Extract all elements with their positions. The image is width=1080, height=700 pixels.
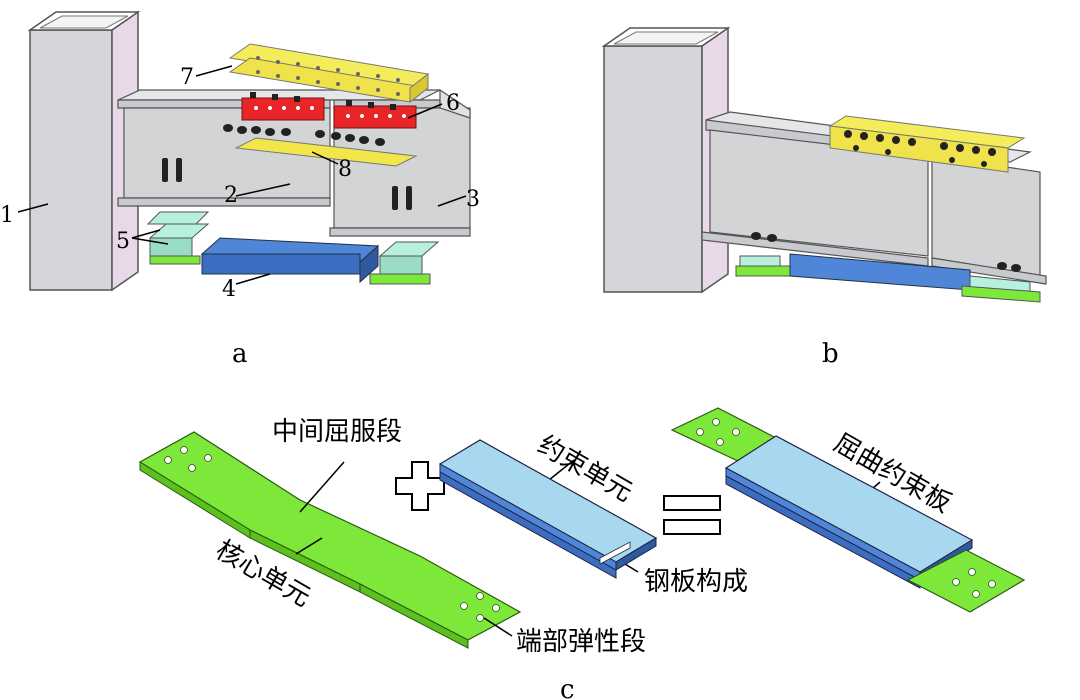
callout-4: 4 (222, 277, 236, 302)
label-steel-plate: 钢板构成 (644, 567, 748, 597)
leader-lines-a (17, 65, 467, 285)
bottom-brb-b (735, 232, 1041, 303)
callout-8: 8 (338, 157, 352, 182)
red-splice-plates (241, 97, 417, 129)
core-unit-plate (138, 431, 522, 649)
panel-label-c: c (560, 675, 575, 700)
web-bolts (162, 158, 412, 210)
panel-b: b (601, 26, 1047, 369)
label-end-elastic: 端部弹性段 (516, 627, 646, 657)
callout-5: 5 (116, 229, 130, 254)
callout-1: 1 (0, 203, 14, 228)
splice-plate-8 (234, 137, 418, 167)
panel-c: 中间屈服段 核心单元 端部弹性段 约束单元 钢板构成 (138, 407, 1026, 700)
panel-a: 1 2 3 4 5 6 7 8 a (0, 10, 480, 369)
callout-7: 7 (180, 65, 194, 90)
plus-sign (395, 461, 445, 511)
equals-sign (663, 495, 721, 535)
label-middle-yield: 中间屈服段 (272, 417, 402, 447)
assembled-brb (670, 407, 1026, 613)
top-bolts (223, 124, 385, 146)
brb-blue (200, 237, 380, 284)
beam-left (117, 89, 441, 207)
panel-label-b: b (822, 339, 839, 369)
callout-3: 3 (466, 187, 480, 212)
panel-label-a: a (232, 339, 248, 369)
yellow-angles (228, 43, 430, 110)
yellow-angle-b (828, 115, 1026, 173)
callout-6: 6 (446, 91, 460, 116)
constraint-unit (438, 439, 658, 579)
callout-2: 2 (224, 183, 238, 208)
column (27, 10, 141, 292)
